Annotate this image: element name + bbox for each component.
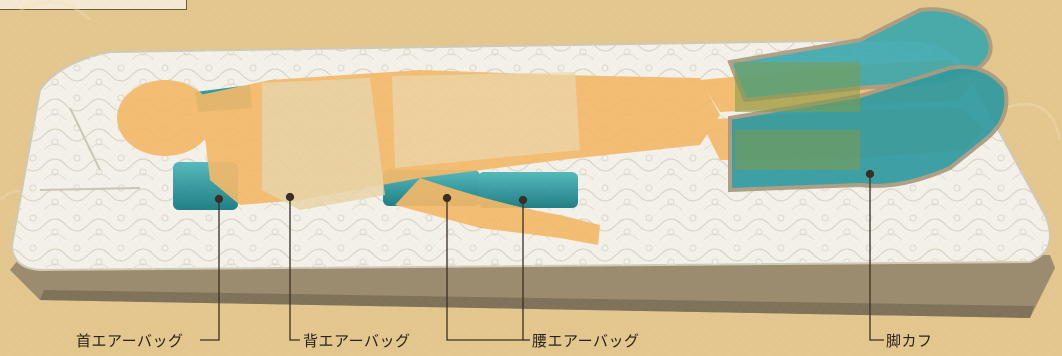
label-neck-air-bag: 首エアーバッグ xyxy=(76,330,183,351)
label-waist-air-bag: 腰エアーバッグ xyxy=(532,330,639,351)
label-leg-cuff: 脚カフ xyxy=(886,330,933,351)
label-back-air-bag: 背エアーバッグ xyxy=(303,330,410,351)
